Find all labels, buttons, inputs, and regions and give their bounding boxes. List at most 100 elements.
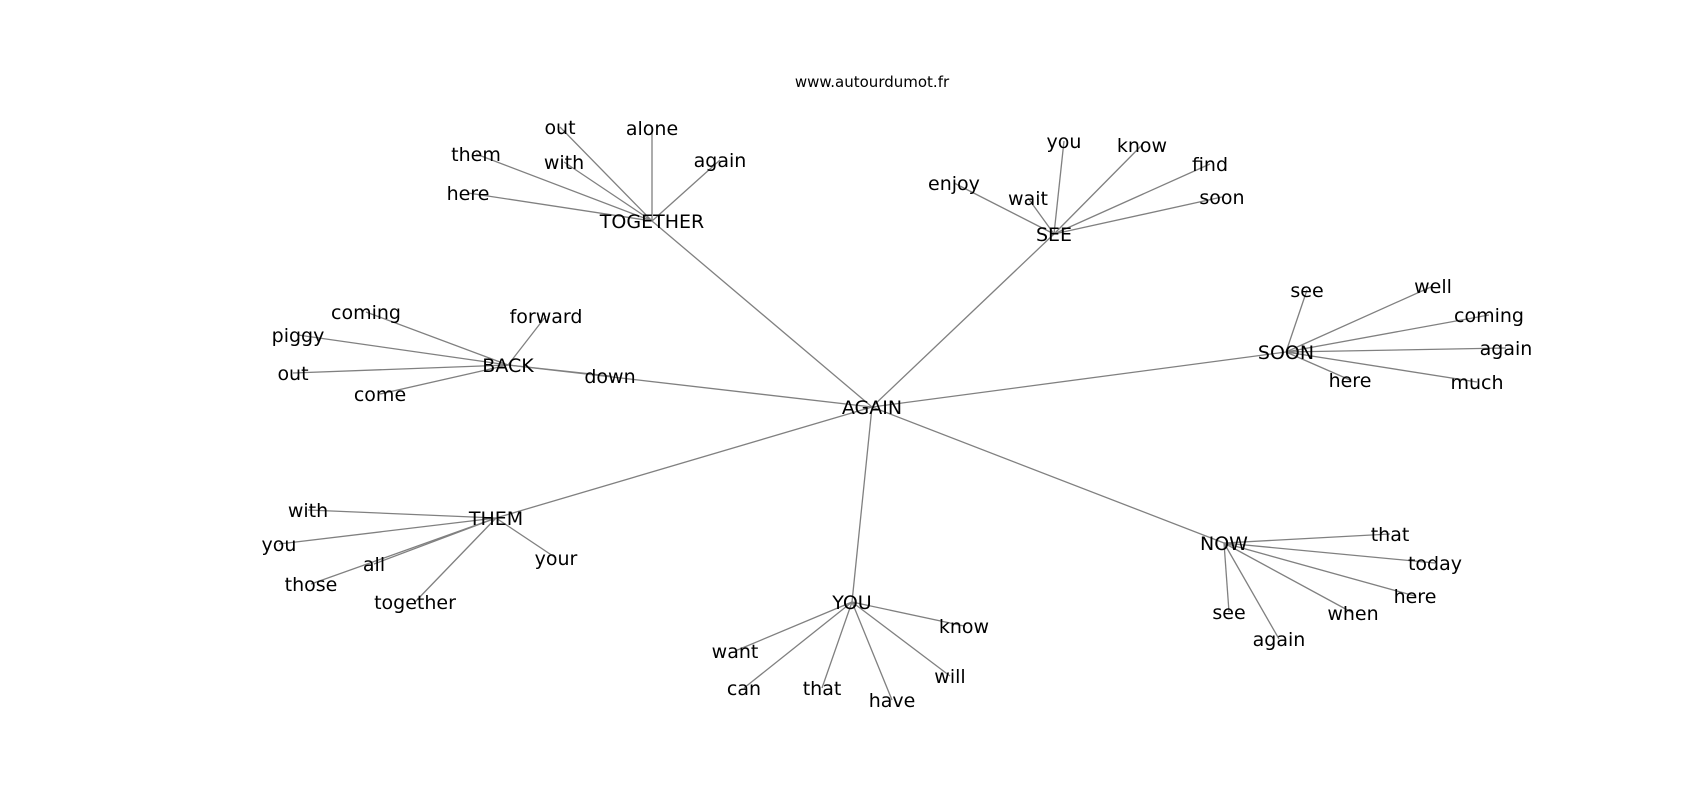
edge-back-coming <box>365 311 509 366</box>
edge-you-want <box>734 601 853 652</box>
hub-word-soon: SOON <box>1258 342 1314 364</box>
hub-word-now: NOW <box>1200 533 1248 555</box>
leaf-word-back: forward <box>510 306 583 328</box>
leaf-word-together: here <box>447 183 490 205</box>
leaf-word-them: with <box>288 500 328 522</box>
edge-center-them <box>495 406 873 519</box>
edge-soon-see <box>1285 289 1308 353</box>
hub-word-together: TOGETHER <box>599 211 704 233</box>
leaf-word-you: know <box>939 616 989 638</box>
leaf-word-now: today <box>1408 553 1462 575</box>
leaf-word-together: alone <box>626 118 678 140</box>
source-url: www.autourdumot.fr <box>795 73 950 91</box>
edge-now-see <box>1223 542 1230 613</box>
leaf-word-together: out <box>544 117 575 139</box>
edge-see-you <box>1053 140 1065 235</box>
edge-center-you <box>851 406 873 603</box>
edge-together-again <box>651 159 721 222</box>
leaf-word-you: will <box>934 666 965 688</box>
edge-layer <box>278 126 1507 701</box>
leaf-word-together: with <box>544 152 584 174</box>
edge-center-now <box>871 406 1225 544</box>
leaf-word-see: know <box>1117 135 1167 157</box>
edge-now-here <box>1223 542 1416 597</box>
edge-together-out <box>559 126 653 222</box>
edge-together-with <box>563 161 653 222</box>
edge-soon-again <box>1285 347 1507 353</box>
leaf-word-them: together <box>374 592 456 614</box>
edge-soon-well <box>1285 285 1434 353</box>
leaf-word-see: enjoy <box>928 173 980 195</box>
leaf-word-soon: coming <box>1454 305 1524 327</box>
edge-back-come <box>379 364 509 395</box>
leaf-word-them: those <box>285 574 338 596</box>
leaf-word-soon: again <box>1480 338 1533 360</box>
edge-back-forward <box>507 315 547 366</box>
edge-see-wait <box>1027 197 1055 235</box>
edge-now-that <box>1223 533 1391 544</box>
label-layer: www.autourdumot.fr out alone them with again… <box>262 73 1533 712</box>
edge-you-know <box>851 601 965 627</box>
edge-you-that <box>821 601 853 689</box>
leaf-word-them: all <box>363 554 385 576</box>
edge-see-enjoy <box>953 182 1055 235</box>
hub-word-you: YOU <box>831 592 871 614</box>
edge-center-soon <box>871 351 1287 408</box>
hub-word-back: BACK <box>482 355 534 377</box>
edge-them-together <box>414 517 497 603</box>
leaf-word-back: out <box>277 363 308 385</box>
leaf-word-see: find <box>1192 154 1228 176</box>
leaf-word-back: coming <box>331 302 401 324</box>
leaf-word-back: piggy <box>272 325 325 347</box>
edge-them-with <box>307 509 497 519</box>
edge-you-can <box>743 601 853 689</box>
hub-word-them: THEM <box>468 508 523 530</box>
edge-now-today <box>1223 542 1436 564</box>
edge-them-your <box>495 517 557 559</box>
edge-them-you <box>278 517 497 545</box>
leaf-word-back: down <box>584 366 635 388</box>
leaf-word-together: again <box>694 150 747 172</box>
center-word: AGAIN <box>842 397 902 419</box>
leaf-word-soon: much <box>1450 372 1503 394</box>
leaf-word-soon: here <box>1329 370 1372 392</box>
edge-now-when <box>1223 542 1354 614</box>
edge-center-together <box>651 220 873 408</box>
leaf-word-them: your <box>535 548 578 570</box>
leaf-word-you: want <box>712 641 759 663</box>
leaf-word-now: when <box>1327 603 1378 625</box>
leaf-word-now: again <box>1253 629 1306 651</box>
leaf-word-see: soon <box>1199 187 1244 209</box>
leaf-word-soon: well <box>1414 276 1452 298</box>
edge-soon-coming <box>1285 314 1490 353</box>
leaf-word-together: them <box>451 144 501 166</box>
edge-them-those <box>310 517 497 585</box>
edge-now-again <box>1223 542 1280 640</box>
edge-soon-here <box>1285 351 1351 381</box>
edge-see-know <box>1053 144 1143 235</box>
edge-see-find <box>1053 163 1211 235</box>
leaf-word-soon: see <box>1290 280 1323 302</box>
hub-word-see: SEE <box>1036 224 1072 246</box>
leaf-word-see: wait <box>1008 188 1048 210</box>
leaf-word-you: can <box>727 678 761 700</box>
leaf-word-back: come <box>354 384 406 406</box>
edge-back-piggy <box>297 334 509 366</box>
edge-you-have <box>851 601 893 701</box>
leaf-word-now: see <box>1212 602 1245 624</box>
leaf-word-you: have <box>869 690 916 712</box>
edge-soon-much <box>1285 351 1478 383</box>
edge-together-here <box>467 192 653 222</box>
leaf-word-now: that <box>1371 524 1410 546</box>
leaf-word-now: here <box>1394 586 1437 608</box>
edge-back-down <box>507 364 611 377</box>
leaf-word-you: that <box>803 678 842 700</box>
edge-see-soon <box>1053 196 1223 235</box>
leaf-word-them: you <box>262 534 297 556</box>
edge-center-see <box>871 233 1055 408</box>
leaf-word-see: you <box>1047 131 1082 153</box>
edge-together-them <box>475 153 653 222</box>
edge-you-will <box>851 601 951 677</box>
edge-back-out <box>292 364 509 374</box>
